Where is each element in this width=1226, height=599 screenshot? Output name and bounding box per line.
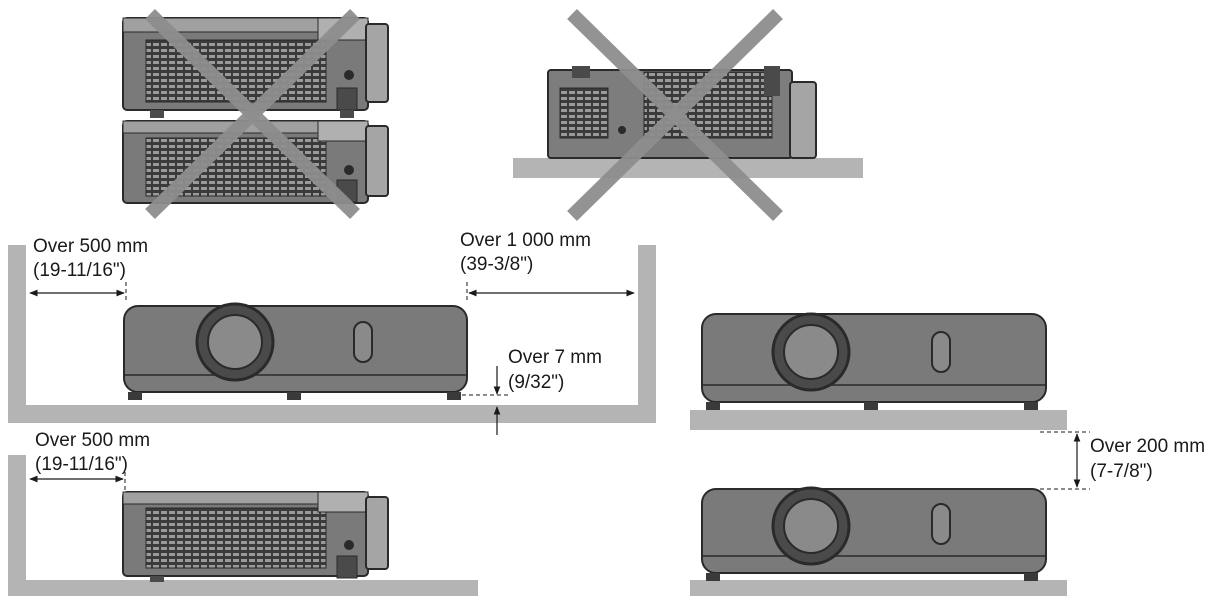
lower-shelf — [690, 580, 1067, 596]
bottom-gap-label: Over 7 mm — [508, 347, 602, 368]
enclosure-walls — [8, 245, 656, 423]
side-clearance-imperial: (19-11/16") — [35, 454, 128, 475]
prohibited-cross-icon — [145, 8, 360, 220]
wall-and-floor — [8, 455, 478, 596]
vertical-projector-prohibited — [513, 9, 863, 221]
stack-gap-clearance-view: Over 200 mm (7-7/8") — [690, 312, 1205, 596]
bottom-gap-imperial: (9/32") — [508, 372, 564, 393]
clearance-right-label: Over 1 000 mm — [460, 230, 591, 251]
clearance-right-imperial: (39-3/8") — [460, 254, 533, 275]
stack-gap-imperial: (7-7/8") — [1090, 461, 1153, 482]
table-surface — [513, 158, 863, 178]
clearance-left-imperial: (19-11/16") — [33, 260, 126, 281]
side-view-projector-lower — [122, 120, 389, 204]
front-view-projector — [123, 302, 468, 400]
wall-side-clearance-view: Over 500 mm (19-11/16") — [8, 430, 478, 596]
front-view-projector-upper — [701, 312, 1047, 410]
side-clearance-label: Over 500 mm — [35, 430, 150, 451]
prohibited-cross-icon — [567, 9, 783, 221]
upper-shelf — [690, 410, 1067, 430]
stack-gap-label: Over 200 mm — [1090, 436, 1205, 457]
stacked-projectors-prohibited — [122, 8, 389, 220]
side-view-projector — [122, 491, 389, 582]
enclosure-clearance-view: Over 500 mm (19-11/16") Over 1 000 mm (3… — [8, 230, 656, 435]
clearance-left-label: Over 500 mm — [33, 236, 148, 257]
front-view-projector-lower — [701, 486, 1047, 581]
